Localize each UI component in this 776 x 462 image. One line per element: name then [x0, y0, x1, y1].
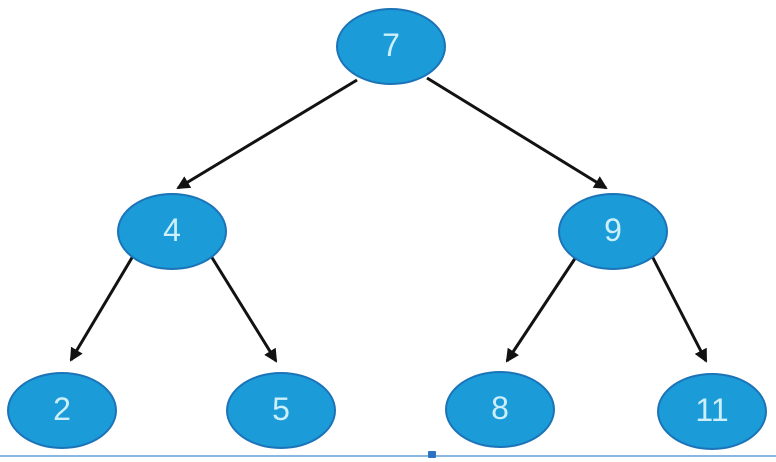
tree-edge-n9-n8: [505, 256, 578, 363]
node-label: 8: [491, 390, 509, 426]
tree-node-8: 8: [445, 370, 555, 448]
tree-node-2: 2: [7, 371, 117, 449]
tree-node-7: 7: [336, 7, 446, 85]
node-label: 7: [382, 27, 400, 63]
tree-edge-n9-n11: [650, 255, 708, 363]
tree-node-11: 11: [657, 372, 767, 450]
node-label: 5: [272, 391, 290, 427]
tree-edge-n7-n9: [426, 76, 608, 190]
progress-handle[interactable]: [428, 451, 437, 458]
node-label: 9: [604, 212, 622, 248]
node-label: 4: [163, 212, 181, 248]
node-label: 2: [53, 391, 71, 427]
tree-edge-n7-n4: [176, 78, 358, 190]
video-progress-bar[interactable]: [0, 455, 776, 457]
tree-node-5: 5: [226, 371, 336, 449]
node-label: 11: [695, 392, 729, 428]
tree-edge-n4-n5: [209, 255, 278, 363]
tree-node-4: 4: [117, 192, 227, 270]
tree-edge-n4-n2: [69, 255, 135, 362]
tree-node-9: 9: [558, 192, 668, 270]
